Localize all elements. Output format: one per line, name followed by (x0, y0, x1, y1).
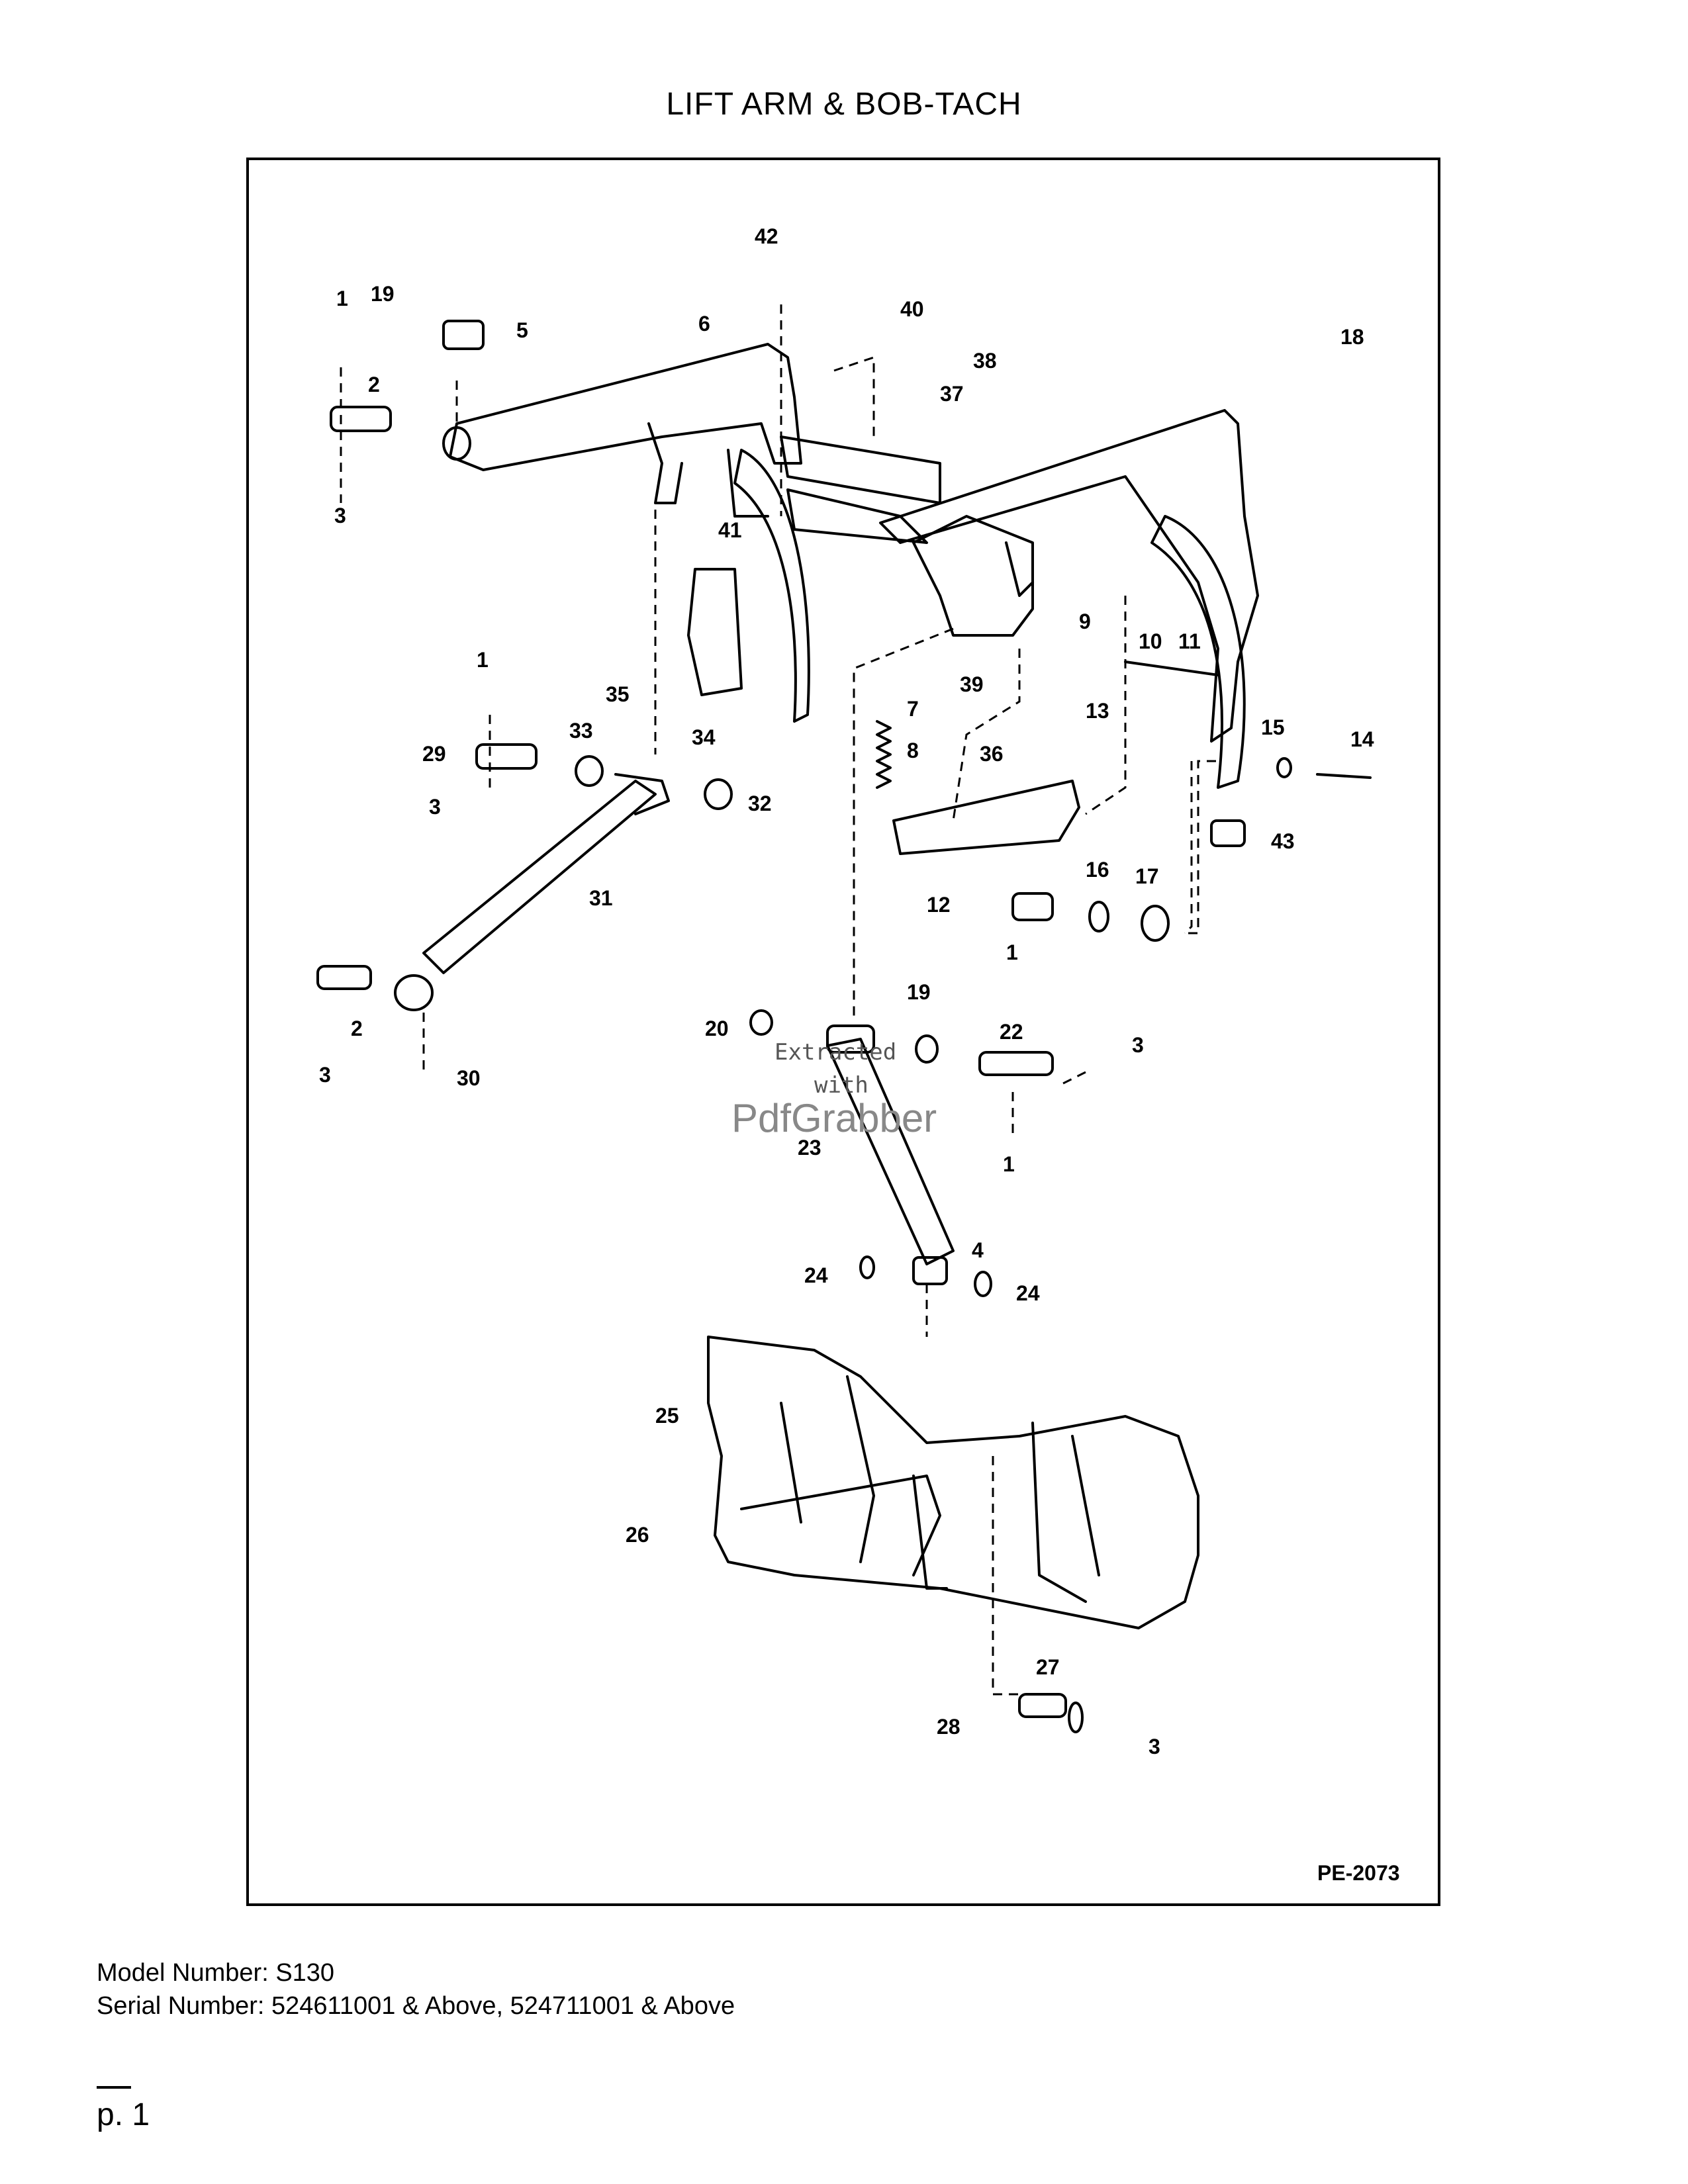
part-callout-1: 1 (336, 287, 348, 310)
part-callout-16: 16 (1086, 858, 1109, 882)
part-callout-4: 4 (972, 1238, 984, 1262)
part-callout-3: 3 (429, 795, 441, 819)
part-callout-39: 39 (960, 672, 984, 696)
part-callout-20: 20 (705, 1017, 729, 1040)
part-callout-3: 3 (1149, 1735, 1160, 1758)
part-callout-18: 18 (1340, 325, 1364, 349)
part-callout-15: 15 (1261, 715, 1285, 739)
tilt-cylinder (422, 780, 657, 974)
part-callout-3: 3 (319, 1063, 331, 1087)
watermark-brand: PdfGrabber (731, 1096, 937, 1140)
part-callout-26: 26 (626, 1523, 649, 1547)
part-callout-2: 2 (351, 1017, 363, 1040)
part-callout-22: 22 (1000, 1020, 1023, 1044)
watermark-text-line1: Extracted (774, 1039, 897, 1066)
part-callout-1: 1 (477, 648, 489, 672)
model-number: Model Number: S130 (97, 1959, 335, 1987)
part-callout-3: 3 (334, 504, 346, 527)
part-callout-41: 41 (718, 518, 742, 542)
part-callout-19: 19 (907, 980, 931, 1004)
bob-tach-frame (707, 1336, 1199, 1629)
part-callout-5: 5 (516, 318, 528, 342)
part-callout-29: 29 (422, 742, 446, 766)
part-callout-17: 17 (1135, 864, 1159, 888)
right-curved-arm (1150, 515, 1246, 789)
bob-tach-cylinder (826, 1038, 955, 1265)
page-title: LIFT ARM & BOB-TACH (666, 87, 1022, 122)
part-callout-7: 7 (907, 697, 919, 721)
lever-link-12 (892, 780, 1080, 855)
part-callout-34: 34 (692, 725, 716, 749)
part-callout-9: 9 (1079, 610, 1091, 633)
part-callout-28: 28 (937, 1715, 961, 1739)
part-callout-3: 3 (1132, 1033, 1144, 1057)
watermark-text-line2: with (814, 1072, 868, 1099)
part-callout-1: 1 (1006, 940, 1018, 964)
part-callout-11: 11 (1178, 629, 1201, 653)
part-callout-10: 10 (1139, 629, 1162, 653)
part-callout-24: 24 (804, 1263, 828, 1287)
part-callout-1: 1 (1003, 1152, 1015, 1176)
part-callout-43: 43 (1271, 829, 1295, 853)
part-callout-13: 13 (1086, 699, 1109, 723)
part-callout-30: 30 (457, 1066, 481, 1090)
part-callout-2: 2 (368, 373, 380, 396)
part-callout-6: 6 (698, 312, 710, 336)
part-callout-33: 33 (569, 719, 593, 743)
part-callout-24: 24 (1016, 1281, 1040, 1305)
bracket-34 (687, 568, 743, 696)
page-number: p. 1 (97, 2097, 150, 2132)
part-callout-8: 8 (907, 739, 919, 762)
part-callout-23: 23 (798, 1136, 821, 1160)
part-callout-27: 27 (1036, 1655, 1060, 1679)
part-callout-12: 12 (927, 893, 951, 917)
part-callout-35: 35 (606, 682, 630, 706)
part-callout-38: 38 (973, 349, 997, 373)
diagram-frame (246, 158, 1440, 1906)
part-callout-19: 19 (371, 282, 395, 306)
part-callout-31: 31 (589, 886, 613, 910)
page-rule (97, 2086, 131, 2089)
part-callout-40: 40 (900, 297, 924, 321)
figure-code: PE-2073 (1317, 1861, 1400, 1885)
part-callout-37: 37 (940, 382, 964, 406)
left-lift-arm (449, 343, 802, 471)
part-callout-14: 14 (1350, 727, 1374, 751)
part-callout-36: 36 (980, 742, 1004, 766)
part-callout-42: 42 (755, 224, 778, 248)
part-callout-32: 32 (748, 792, 772, 815)
serial-number: Serial Number: 524611001 & Above, 524711… (97, 1992, 735, 2020)
right-lift-arm (879, 409, 1259, 743)
part-callout-25: 25 (655, 1404, 679, 1428)
